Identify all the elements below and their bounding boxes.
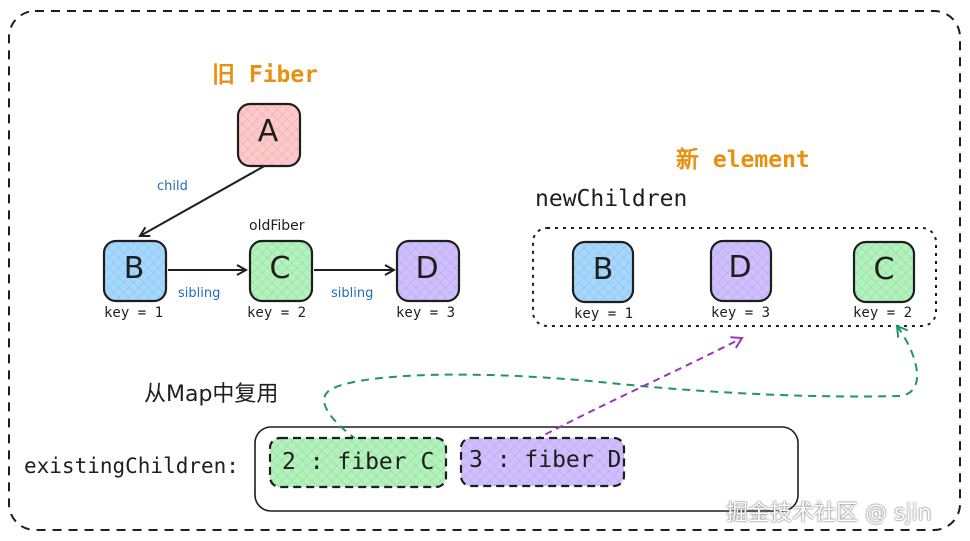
old-node-a-letter: A xyxy=(257,114,279,149)
reuse-arrow-purple xyxy=(534,336,744,441)
new-node-d-key: key = 3 xyxy=(711,305,771,321)
new-children-group xyxy=(532,227,937,327)
new-node-c-key: key = 2 xyxy=(853,305,913,321)
sibling-label-2: sibling xyxy=(331,286,374,301)
new-children-label: newChildren xyxy=(535,186,688,212)
existing-entry-c-hatch xyxy=(270,438,446,487)
child-label: child xyxy=(157,179,188,194)
new-node-b-key: key = 1 xyxy=(574,306,634,322)
old-node-b-hatch xyxy=(104,241,166,301)
new-element-title: 新 element xyxy=(676,147,810,173)
sibling-label-1: sibling xyxy=(178,286,221,301)
existing-children-label: existingChildren: xyxy=(24,454,239,478)
old-node-b-key: key = 1 xyxy=(104,305,164,321)
old-node-d-hatch xyxy=(397,241,459,301)
old-fiber-title: 旧 Fiber xyxy=(212,62,319,88)
reuse-label: 从Map中复用 xyxy=(144,382,279,407)
old-node-c-letter: C xyxy=(269,251,291,286)
new-node-c-hatch xyxy=(854,242,914,302)
watermark: 掘金技术社区 @ sjin xyxy=(726,501,932,526)
new-node-c-letter: C xyxy=(873,252,895,287)
new-node-d-hatch xyxy=(711,241,771,301)
old-node-d-key: key = 3 xyxy=(396,305,456,321)
existing-entry-d-text: 3 : fiber D xyxy=(469,447,622,473)
child-arrow xyxy=(140,163,269,236)
old-node-c-key: key = 2 xyxy=(247,305,307,321)
old-node-b-letter: B xyxy=(123,251,145,286)
old-fiber-label: oldFiber xyxy=(249,218,305,234)
existing-entry-c-text: 2 : fiber C xyxy=(282,449,435,475)
reuse-arrow-green xyxy=(323,324,918,441)
outer-frame xyxy=(8,10,961,531)
old-node-c-hatch xyxy=(250,241,312,301)
old-node-a-hatch xyxy=(238,104,300,166)
new-node-b-hatch xyxy=(573,242,633,302)
new-node-d-letter: D xyxy=(728,250,752,285)
existing-children-container xyxy=(254,426,799,512)
new-node-b-letter: B xyxy=(592,252,614,287)
old-node-d-letter: D xyxy=(415,251,439,286)
existing-entry-d-hatch xyxy=(461,438,624,486)
